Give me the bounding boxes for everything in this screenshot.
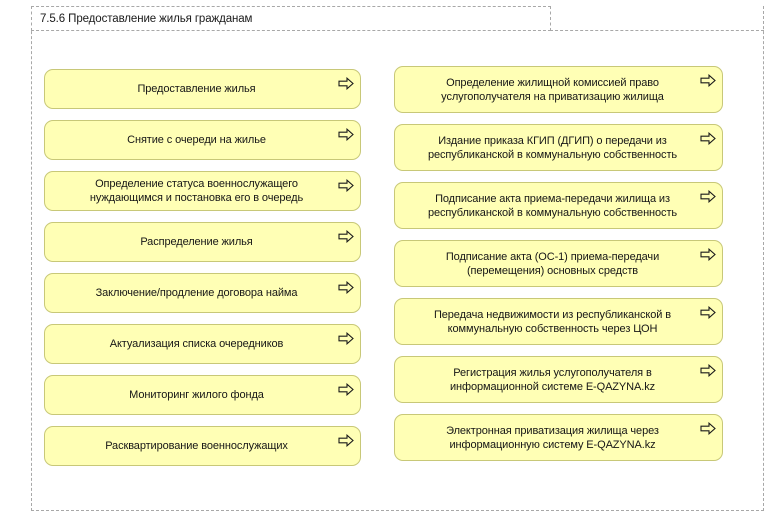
- process-box-label: Издание приказа КГИП (ДГИП) о передачи и…: [427, 134, 678, 161]
- process-box-label: Расквартирование военнослужащих: [105, 440, 288, 452]
- business-process-arrow-icon: [338, 281, 354, 294]
- business-process-arrow-icon: [338, 128, 354, 141]
- process-box-label: Мониторинг жилого фонда: [129, 389, 264, 401]
- process-box-label: Подписание акта (ОС-1) приема-передачи (…: [445, 250, 660, 277]
- process-box[interactable]: Предоставление жилья: [44, 69, 361, 109]
- process-box-label: Определение жилищной комиссией право усл…: [441, 76, 664, 103]
- diagram-group-frame-topline: [550, 30, 764, 31]
- business-process-arrow-icon: [700, 422, 716, 435]
- business-process-arrow-icon: [338, 434, 354, 447]
- process-box[interactable]: Издание приказа КГИП (ДГИП) о передачи и…: [394, 124, 723, 171]
- process-box-label: Снятие с очереди на жилье: [127, 134, 266, 146]
- process-box-label: Актуализация списка очередников: [109, 338, 284, 350]
- process-box[interactable]: Определение статуса военнослужащего нужд…: [44, 171, 361, 211]
- process-box-label: Передача недвижимости из республиканской…: [433, 308, 672, 335]
- process-box[interactable]: Снятие с очереди на жилье: [44, 120, 361, 160]
- process-box-label: Предоставление жилья: [137, 83, 256, 95]
- process-box-label: Определение статуса военнослужащего нужд…: [89, 178, 304, 204]
- process-box[interactable]: Определение жилищной комиссией право усл…: [394, 66, 723, 113]
- business-process-arrow-icon: [700, 364, 716, 377]
- process-box[interactable]: Распределение жилья: [44, 222, 361, 262]
- process-box[interactable]: Расквартирование военнослужащих: [44, 426, 361, 466]
- business-process-arrow-icon: [338, 332, 354, 345]
- page-title: 7.5.6 Предоставление жилья гражданам: [40, 12, 253, 25]
- process-box-label: Подписание акта приема-передачи жилища и…: [427, 192, 678, 219]
- process-box[interactable]: Подписание акта приема-передачи жилища и…: [394, 182, 723, 229]
- diagram-group-frame: [31, 6, 764, 511]
- process-box[interactable]: Электронная приватизация жилища через ин…: [394, 414, 723, 461]
- process-box-label: Заключение/продление договора найма: [95, 287, 298, 299]
- business-process-arrow-icon: [338, 383, 354, 396]
- process-column-right: Определение жилищной комиссией право усл…: [394, 66, 723, 472]
- process-box-label: Электронная приватизация жилища через ин…: [446, 424, 659, 451]
- business-process-arrow-icon: [700, 248, 716, 261]
- diagram-group-title-tab: 7.5.6 Предоставление жилья гражданам: [31, 6, 551, 31]
- process-box[interactable]: Мониторинг жилого фонда: [44, 375, 361, 415]
- process-box[interactable]: Актуализация списка очередников: [44, 324, 361, 364]
- business-process-arrow-icon: [700, 74, 716, 87]
- business-process-arrow-icon: [338, 230, 354, 243]
- business-process-arrow-icon: [700, 132, 716, 145]
- process-box-label: Регистрация жилья услугополучателя в инф…: [449, 366, 655, 393]
- process-box[interactable]: Передача недвижимости из республиканской…: [394, 298, 723, 345]
- process-box-label: Распределение жилья: [140, 236, 253, 248]
- business-process-arrow-icon: [338, 77, 354, 90]
- business-process-arrow-icon: [338, 179, 354, 192]
- process-box[interactable]: Подписание акта (ОС-1) приема-передачи (…: [394, 240, 723, 287]
- process-box[interactable]: Регистрация жилья услугополучателя в инф…: [394, 356, 723, 403]
- business-process-arrow-icon: [700, 190, 716, 203]
- process-box[interactable]: Заключение/продление договора найма: [44, 273, 361, 313]
- business-process-arrow-icon: [700, 306, 716, 319]
